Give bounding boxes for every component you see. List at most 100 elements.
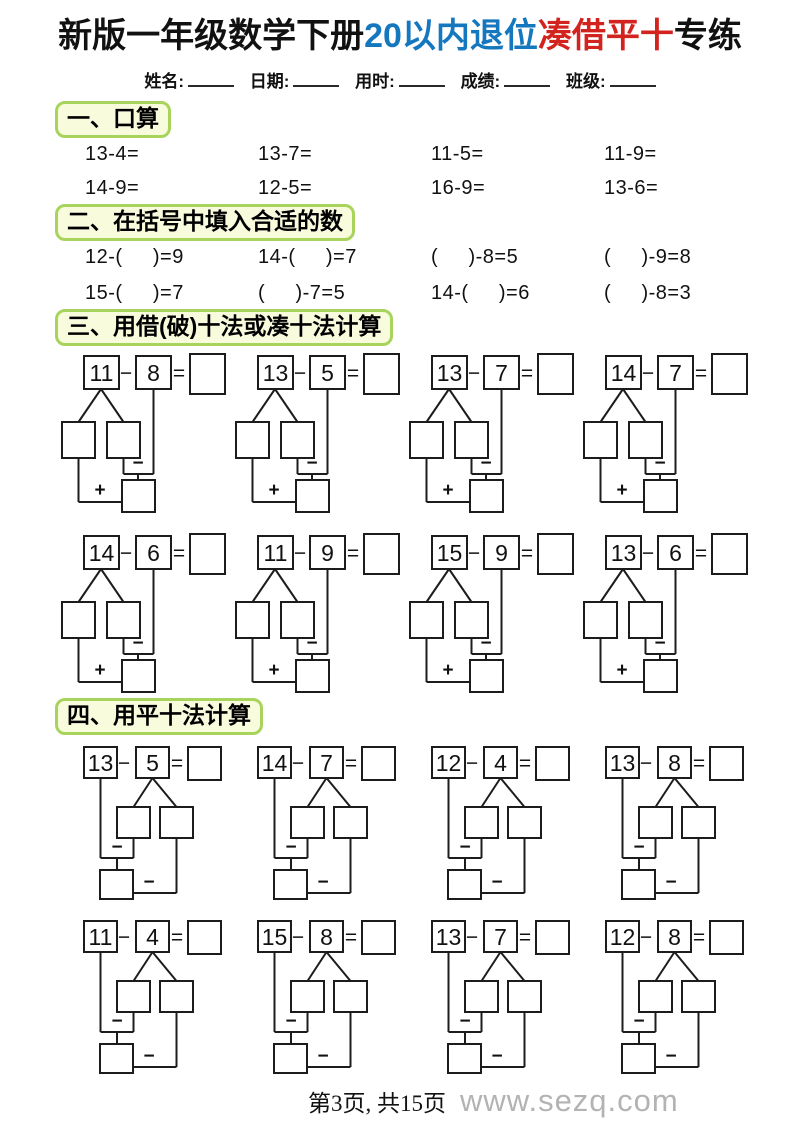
level-ten-diagram: 12 − 8 = − −: [605, 920, 744, 1074]
step-minus-sign: −: [306, 633, 317, 654]
section3-heading-row: 三、用借(破)十法或凑十法计算: [55, 309, 800, 346]
step-plus-sign: +: [616, 660, 627, 681]
subtrahend-box: [483, 920, 518, 953]
left-part-box: [583, 421, 618, 459]
equals-sign: =: [173, 362, 185, 385]
borrow-ten-diagram: 14 − 7 = − +: [583, 353, 748, 513]
equals-sign: =: [345, 752, 357, 775]
fill-bracket-problem: 14-( )=7: [258, 246, 357, 268]
subtrahend-value: 6: [669, 540, 682, 566]
answer-box: [537, 533, 574, 575]
info-label: 姓名:: [144, 72, 185, 91]
subtrahend-box: [135, 920, 170, 953]
answer-box: [361, 746, 396, 781]
right-part-box: [280, 601, 315, 639]
branch-line-right: [448, 568, 473, 603]
info-field: 班级:: [566, 72, 656, 91]
subtrahend-value: 8: [147, 360, 160, 386]
equals-sign: =: [173, 542, 185, 565]
title-segment-black-prefix: 新版一年级数学下册: [58, 17, 365, 55]
step-result-box: [447, 1043, 482, 1074]
step-plus-sign: +: [268, 660, 279, 681]
oral-calc-problem: 13-7=: [258, 143, 313, 165]
minuend-box: [431, 920, 466, 953]
borrow-ten-diagram: 13 − 7 = − +: [409, 353, 574, 513]
step-result-box: [643, 479, 678, 513]
step-result-box: [121, 659, 156, 693]
equals-sign: =: [347, 542, 359, 565]
page-indicator: 第3页, 共15页: [308, 1091, 446, 1116]
subtrahend-value: 8: [668, 750, 681, 776]
answer-box: [709, 746, 744, 781]
subtrahend-box: [657, 920, 692, 953]
step-minus-sign: −: [480, 633, 491, 654]
step-minus-sign: −: [111, 1011, 122, 1032]
step-result-box: [99, 869, 134, 900]
right-part-box: [159, 806, 194, 839]
left-part-box: [464, 980, 499, 1013]
step-result-box: [447, 869, 482, 900]
equals-sign: =: [347, 362, 359, 385]
equals-sign: =: [695, 542, 707, 565]
minus-sign: −: [466, 926, 478, 949]
step-minus-sign: −: [285, 1011, 296, 1032]
info-field: 成绩:: [461, 72, 562, 91]
fill-bracket-problem: ( )-8=3: [604, 282, 692, 304]
second-step-minus-sign: −: [491, 872, 502, 893]
subtrahend-value: 5: [321, 360, 334, 386]
info-field: 用时:: [355, 72, 456, 91]
branch-line-right: [274, 388, 299, 423]
minus-sign: −: [640, 926, 652, 949]
minuend-value: 14: [262, 750, 288, 776]
step-minus-sign: −: [111, 837, 122, 858]
blank-underline: [504, 70, 551, 87]
second-step-minus-sign: −: [317, 1046, 328, 1067]
step-minus-sign: −: [459, 1011, 470, 1032]
blank-underline: [293, 70, 340, 87]
answer-box: [709, 920, 744, 955]
minus-sign: −: [292, 752, 304, 775]
answer-box: [361, 920, 396, 955]
subtrahend-box: [309, 355, 346, 390]
subtrahend-value: 6: [147, 540, 160, 566]
minuend-value: 11: [89, 924, 113, 950]
title-segment-red: 凑借平十: [537, 17, 674, 55]
minus-sign: −: [642, 362, 654, 385]
branch-line-right: [151, 951, 178, 982]
minuend-value: 12: [610, 924, 636, 950]
answer-box: [189, 533, 226, 575]
blank-underline: [188, 70, 235, 87]
info-field: 姓名:: [144, 72, 245, 91]
borrow-ten-diagram: 11 − 8 = − +: [61, 353, 226, 513]
subtrahend-value: 8: [320, 924, 333, 950]
section4-heading-row: 四、用平十法计算: [55, 698, 800, 735]
right-part-box: [681, 980, 716, 1013]
right-part-box: [333, 806, 368, 839]
left-part-box: [409, 601, 444, 639]
minuend-box: [83, 746, 118, 779]
oral-calc-problem: 13-6=: [604, 177, 659, 199]
branch-line-left: [425, 568, 450, 603]
subtrahend-box: [657, 535, 694, 570]
page-footer: 第3页, 共15页 www.sezq.com: [308, 1083, 800, 1119]
borrow-ten-diagram: 15 − 9 = − +: [409, 533, 574, 693]
minuend-value: 13: [610, 750, 636, 776]
subtrahend-value: 5: [146, 750, 159, 776]
branch-line-right: [325, 951, 352, 982]
borrow-ten-diagram: 11 − 9 = − +: [235, 533, 400, 693]
left-part-box: [638, 806, 673, 839]
branch-line-left: [599, 568, 624, 603]
right-part-box: [628, 421, 663, 459]
section3-heading-badge: 三、用借(破)十法或凑十法计算: [55, 309, 394, 346]
step-minus-sign: −: [633, 1011, 644, 1032]
level-ten-diagram: 13 − 5 = − −: [83, 746, 222, 900]
subtrahend-value: 9: [495, 540, 508, 566]
section2-heading-badge: 二、在括号中填入合适的数: [55, 204, 355, 241]
second-step-minus-sign: −: [665, 872, 676, 893]
branch-line-left: [132, 777, 154, 808]
minuend-value: 11: [264, 540, 288, 566]
branch-line-left: [654, 777, 676, 808]
student-info-line: 姓名: 日期: 用时: 成绩: 班级:: [0, 67, 800, 91]
step-result-box: [621, 869, 656, 900]
subtrahend-box: [309, 920, 344, 953]
